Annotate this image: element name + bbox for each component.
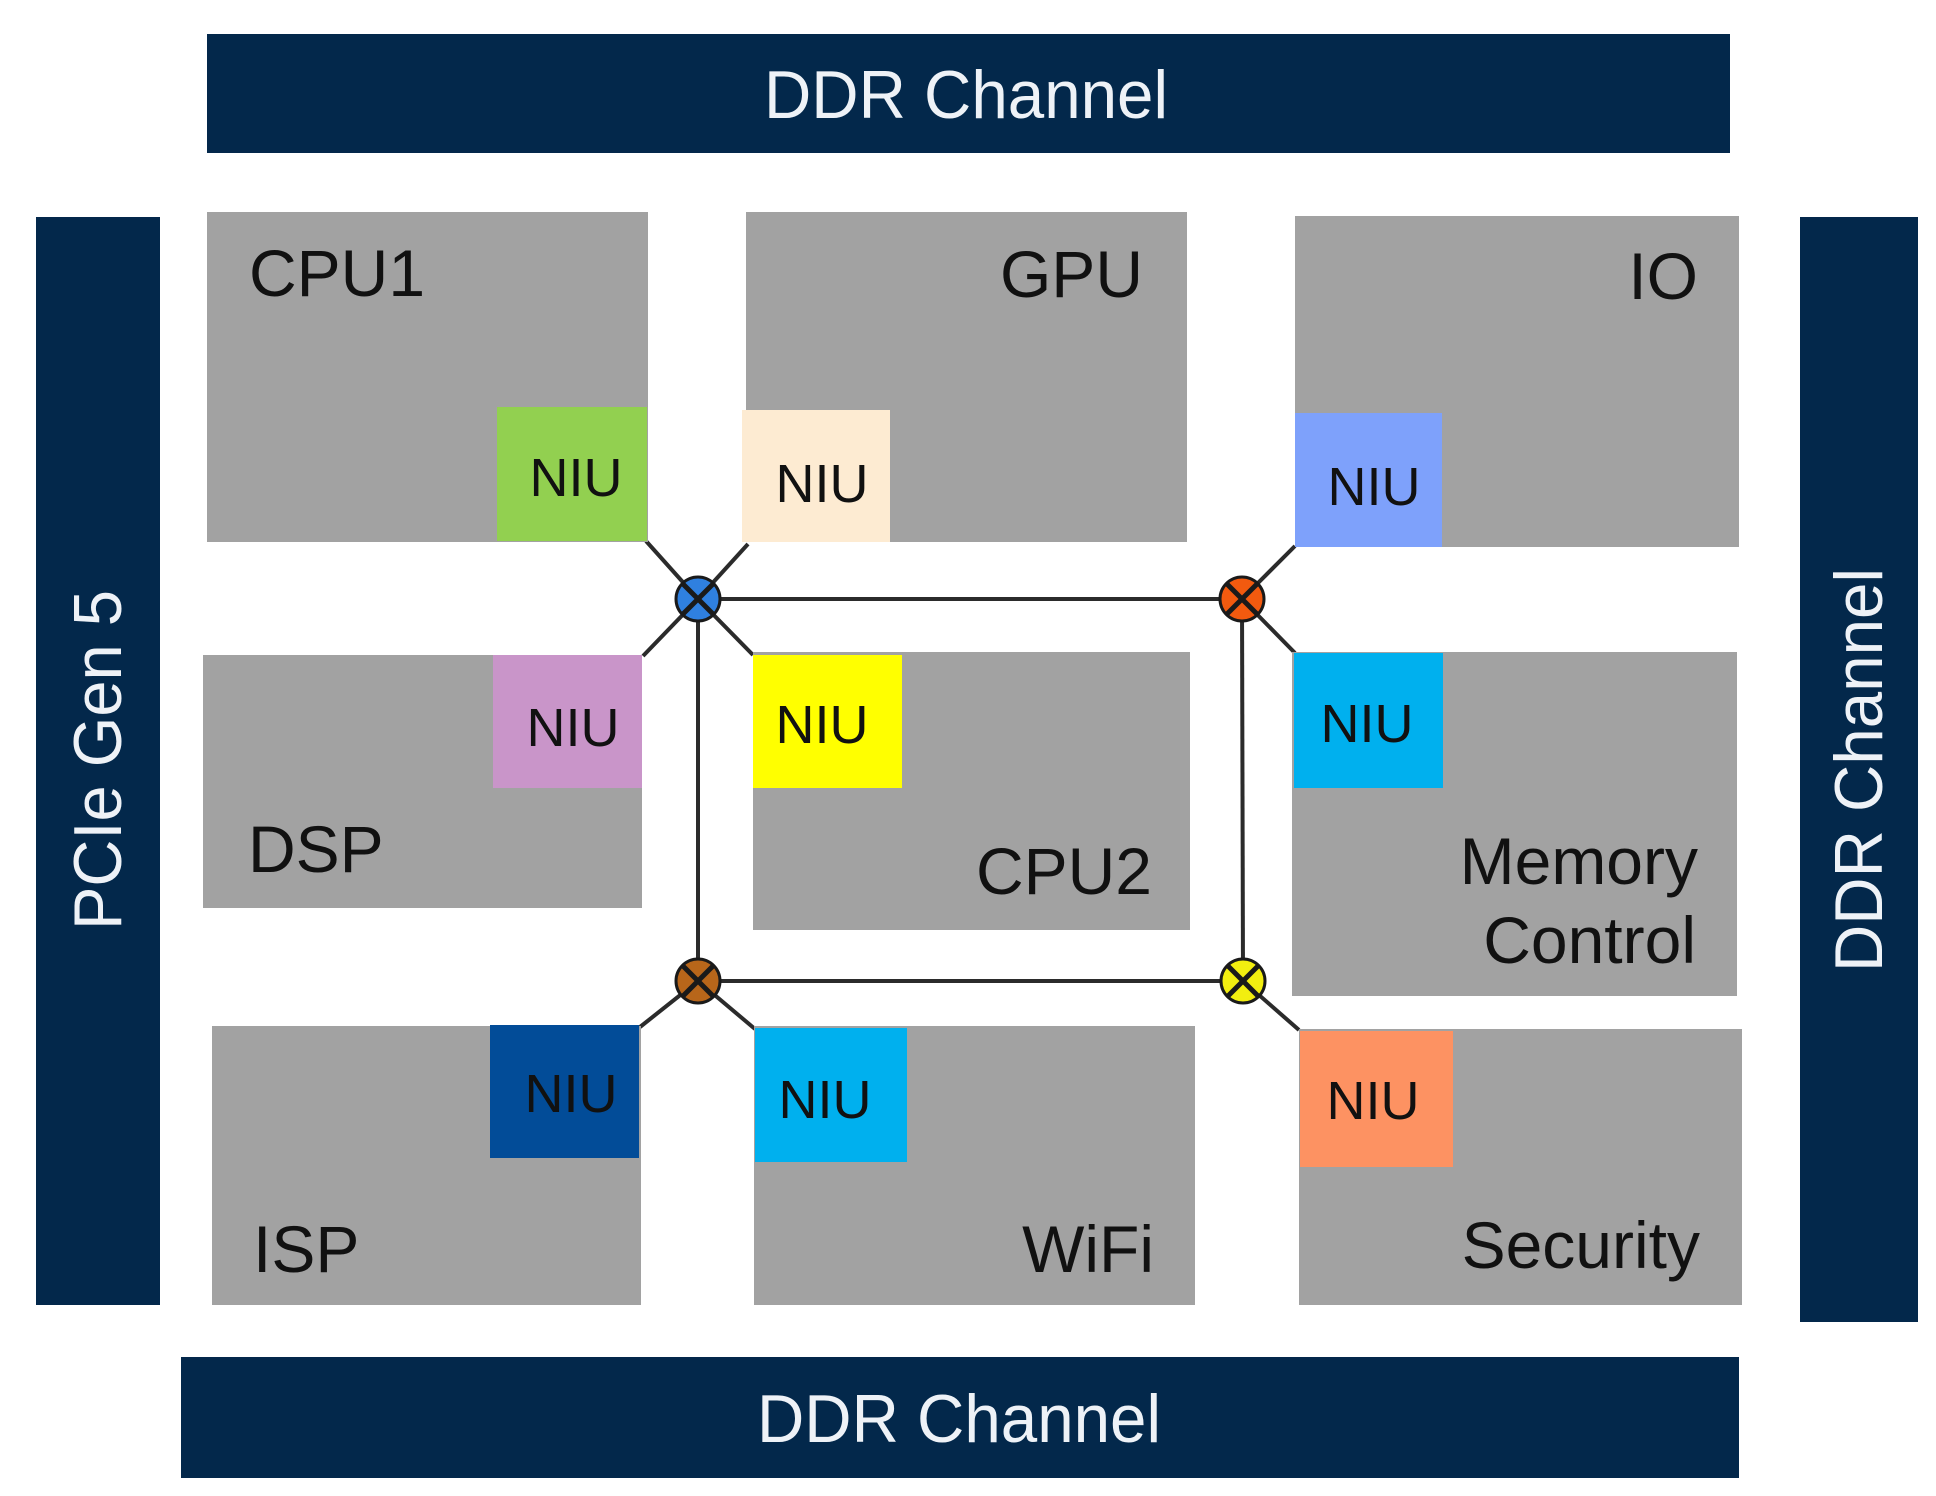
memory-control-label-line1: Memory (1460, 824, 1698, 898)
cpu1-label: CPU1 (249, 236, 425, 310)
switch-top-right[interactable] (1218, 575, 1266, 623)
gpu-label: GPU (1000, 237, 1143, 311)
ddr-channel-right-bar (1800, 217, 1918, 1322)
pcie-gen5: PCIe Gen 5 (36, 217, 160, 1305)
pcie-label: PCIe Gen 5 (60, 590, 136, 930)
switch-bottom-left[interactable] (674, 957, 722, 1005)
crossbar-x-icon (681, 582, 715, 616)
niu-isp-label: NIU (525, 1064, 618, 1124)
switch-top-left[interactable] (674, 575, 722, 623)
niu-security-label: NIU (1327, 1071, 1420, 1131)
niu-gpu-label: NIU (776, 454, 869, 514)
niu-cpu1-label: NIU (530, 448, 623, 508)
niu-dsp[interactable] (493, 655, 642, 788)
ddr-channel-top-label: DDR Channel (764, 57, 1168, 133)
niu-cpu2[interactable] (753, 655, 902, 788)
crossbar-x-icon (1225, 582, 1259, 616)
noc-links (638, 539, 1301, 1032)
block-dsp[interactable]: DSP NIU (203, 655, 642, 908)
crossbar-x-icon (681, 964, 715, 998)
niu-isp[interactable] (490, 1025, 639, 1158)
block-memory-control[interactable]: Memory Control NIU (1292, 652, 1737, 996)
block-cpu1[interactable]: CPU1 NIU (207, 212, 648, 542)
ddr-channel-right: DDR Channel (1800, 217, 1918, 1322)
isp-label: ISP (253, 1212, 359, 1286)
ddr-channel-top: DDR Channel (207, 34, 1730, 153)
block-gpu[interactable]: GPU NIU (742, 212, 1187, 542)
niu-gpu[interactable] (742, 410, 890, 542)
cpu2-label: CPU2 (976, 834, 1152, 908)
block-wifi[interactable]: WiFi NIU (754, 1026, 1195, 1305)
wifi-label: WiFi (1022, 1212, 1154, 1286)
niu-io[interactable] (1295, 413, 1442, 547)
link-right (1240, 598, 1245, 982)
memory-control-label-line2: Control (1483, 903, 1696, 977)
niu-security[interactable] (1300, 1031, 1453, 1167)
ddr-channel-bottom-bar (181, 1357, 1739, 1478)
niu-memory-control-label: NIU (1321, 694, 1414, 754)
niu-wifi-label: NIU (779, 1070, 872, 1130)
niu-cpu1[interactable] (497, 407, 647, 541)
block-isp[interactable]: ISP NIU (212, 1025, 641, 1305)
security-label: Security (1462, 1208, 1700, 1282)
niu-wifi[interactable] (755, 1028, 907, 1162)
ddr-channel-bottom-label: DDR Channel (757, 1381, 1161, 1457)
ddr-channel-bottom: DDR Channel (181, 1357, 1739, 1478)
io-label: IO (1628, 239, 1698, 313)
niu-dsp-label: NIU (527, 698, 620, 758)
crossbar-x-icon (1226, 964, 1260, 998)
block-security[interactable]: Security NIU (1299, 1029, 1742, 1305)
block-io[interactable]: IO NIU (1295, 216, 1739, 547)
dsp-label: DSP (248, 812, 384, 886)
pcie-bar (36, 217, 160, 1305)
niu-cpu2-label: NIU (776, 695, 869, 755)
switch-bottom-right[interactable] (1219, 957, 1267, 1005)
niu-memory-control[interactable] (1294, 653, 1443, 788)
ddr-channel-top-bar (207, 34, 1730, 153)
ddr-channel-right-label: DDR Channel (1821, 568, 1897, 972)
niu-io-label: NIU (1328, 457, 1421, 517)
block-cpu2[interactable]: CPU2 NIU (753, 652, 1190, 930)
